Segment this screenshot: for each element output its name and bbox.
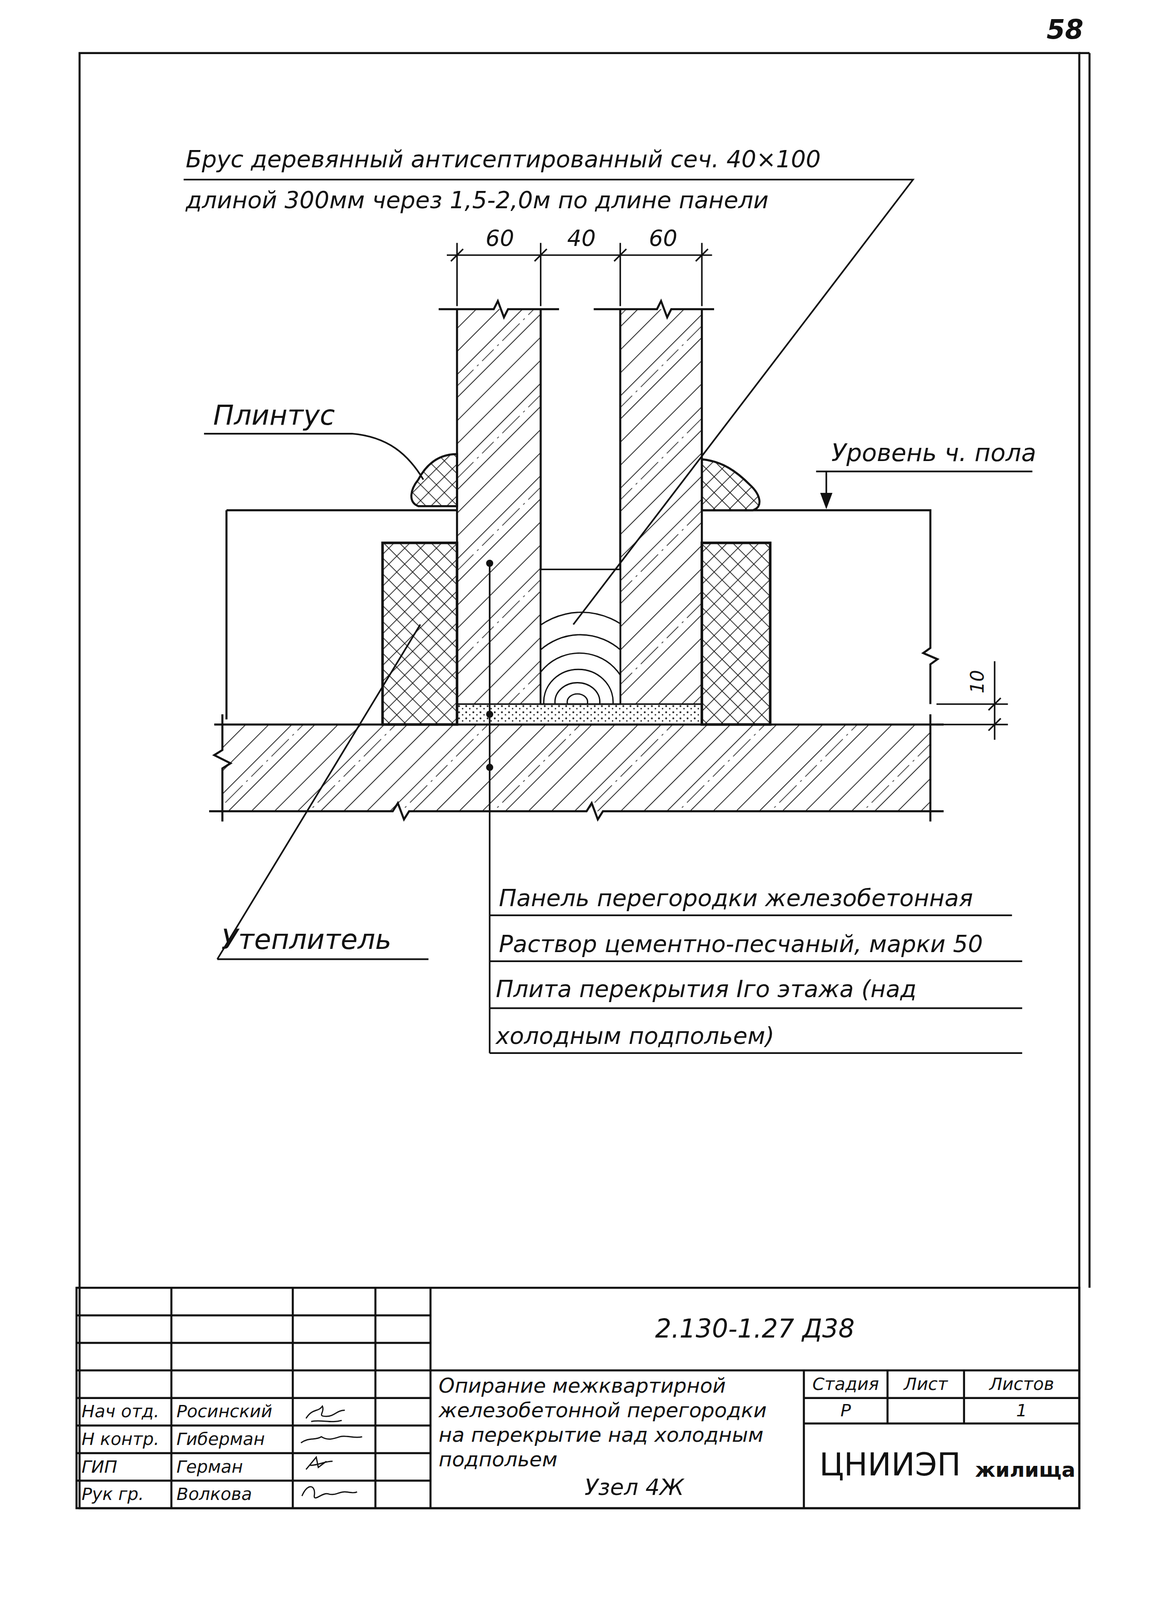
dimension: 60 bbox=[474, 224, 526, 254]
title-cell: Листов bbox=[964, 1370, 1080, 1398]
title-cell: Лист bbox=[887, 1370, 965, 1398]
signatures bbox=[300, 1405, 363, 1498]
skirting-boards bbox=[411, 454, 760, 510]
organisation-name: жилища bbox=[974, 1448, 1076, 1490]
callout-label: Плита перекрытия Iго этажа (над холодным… bbox=[495, 965, 1022, 1059]
floor-slab bbox=[209, 714, 944, 822]
title-cell: Рук гр. bbox=[78, 1480, 171, 1508]
partition-panels bbox=[438, 300, 715, 705]
dimension: 10 bbox=[964, 663, 991, 700]
title-cell: Нач отд. bbox=[78, 1397, 171, 1426]
title-cell: Р bbox=[804, 1397, 888, 1424]
node-number: Узел 4Ж bbox=[581, 1472, 704, 1503]
title-cell: Гиберман bbox=[173, 1425, 292, 1453]
mortar-bed bbox=[456, 704, 702, 725]
leader-lines bbox=[183, 179, 1033, 1053]
title-block bbox=[76, 1287, 1080, 1508]
document-code: 2.130-1.27 Д38 bbox=[438, 1310, 1071, 1348]
dimension: 40 bbox=[555, 224, 607, 254]
title-cell: Волкова bbox=[173, 1480, 292, 1508]
dimension: 60 bbox=[637, 224, 689, 254]
floor-outline bbox=[226, 510, 938, 720]
title-cell: 1 bbox=[964, 1397, 1080, 1424]
drawing-title: Опирание межквартирной железобетонной пе… bbox=[438, 1373, 781, 1471]
title-cell: Н контр. bbox=[78, 1425, 171, 1453]
callout-label: Уровень ч. пола bbox=[828, 436, 1038, 470]
callout-label: Брус деревянный антисептированный сеч. 4… bbox=[185, 138, 905, 221]
callout-label: Плинтус bbox=[210, 399, 364, 433]
title-cell: Герман bbox=[173, 1452, 292, 1481]
title-cell: Стадия bbox=[804, 1370, 888, 1398]
wooden-beam bbox=[501, 569, 661, 792]
leader-marks bbox=[485, 492, 833, 771]
callout-label: Панель перегородки железобетонная bbox=[495, 883, 1019, 915]
page-number: 58 bbox=[1038, 12, 1092, 50]
title-cell: ГИП bbox=[78, 1452, 171, 1481]
callout-label: Раствор цементно-песчаный, марки 50 bbox=[495, 929, 1025, 960]
sheet-frame bbox=[79, 53, 1090, 1508]
title-cell: Росинский bbox=[173, 1397, 292, 1426]
organisation-name: ЦНИИЭП bbox=[805, 1428, 975, 1502]
callout-label: Утеплитель bbox=[218, 923, 433, 957]
dimension-lines bbox=[446, 242, 1008, 740]
insulation bbox=[382, 542, 771, 725]
